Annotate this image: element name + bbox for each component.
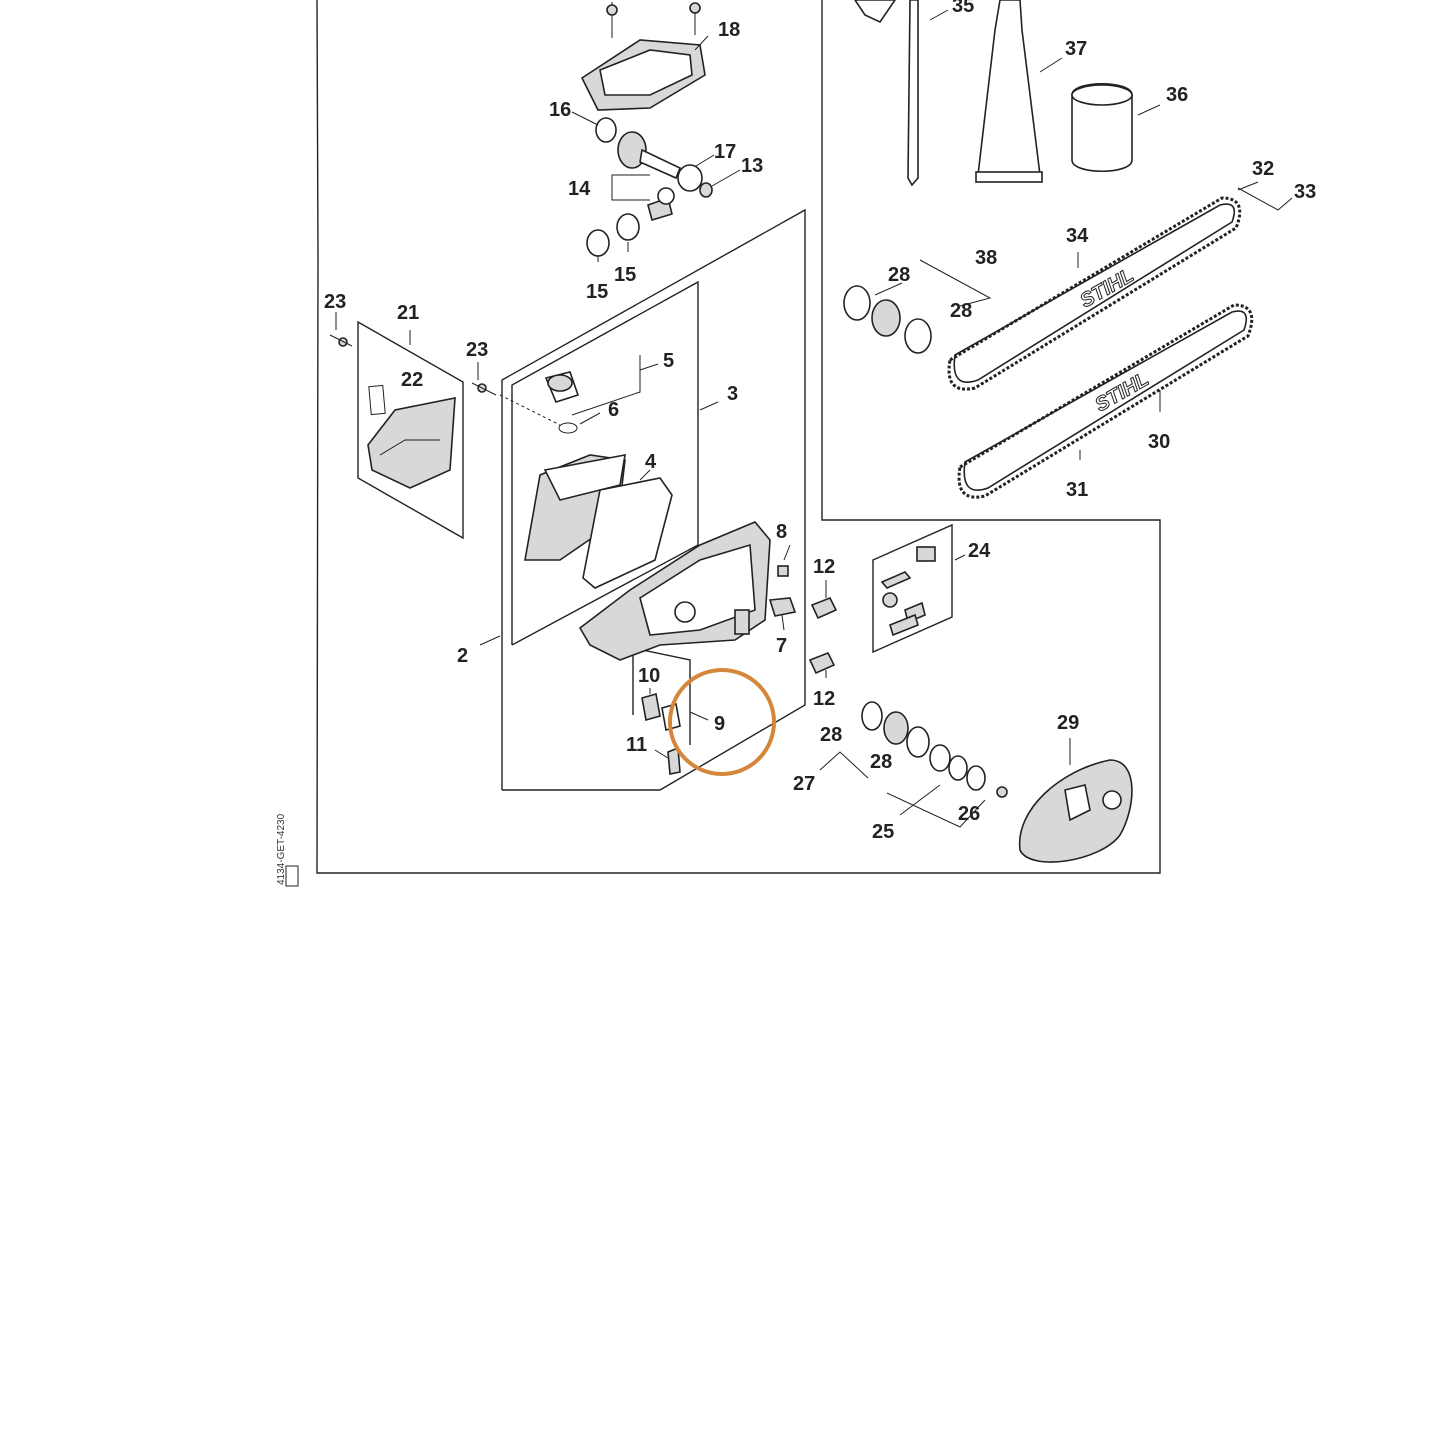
callout-28b[interactable]: 28 <box>870 751 892 773</box>
lubricant-items <box>854 0 1133 187</box>
assembly-box <box>501 208 806 791</box>
callout-26[interactable]: 26 <box>958 803 980 825</box>
callout-4[interactable]: 4 <box>645 451 657 473</box>
callout-32[interactable]: 32 <box>1252 158 1274 180</box>
chain-cover <box>1018 759 1133 863</box>
callout-35[interactable]: 35 <box>952 0 974 17</box>
callout-12a[interactable]: 12 <box>813 556 835 578</box>
callout-14[interactable]: 14 <box>568 178 591 200</box>
callout-5[interactable]: 5 <box>663 350 674 372</box>
callouts: 18 16 17 13 14 15 15 23 21 23 22 5 3 6 4… <box>324 0 1316 843</box>
callout-9[interactable]: 9 <box>714 713 725 735</box>
sprocket-upper <box>843 285 932 354</box>
callout-34[interactable]: 34 <box>1066 225 1089 247</box>
callout-36[interactable]: 36 <box>1166 84 1188 106</box>
callout-15b[interactable]: 15 <box>586 281 608 303</box>
callout-25[interactable]: 25 <box>872 821 894 843</box>
guide-bars: STIHL STIHL <box>947 196 1254 499</box>
callout-31[interactable]: 31 <box>1066 479 1088 501</box>
oil-tank <box>524 371 673 589</box>
highlight-circle <box>668 668 776 776</box>
callout-8[interactable]: 8 <box>776 521 787 543</box>
callout-27[interactable]: 27 <box>793 773 815 795</box>
callout-29[interactable]: 29 <box>1057 712 1079 734</box>
leader-lines <box>335 9 1293 828</box>
callout-33[interactable]: 33 <box>1294 181 1316 203</box>
callout-21[interactable]: 21 <box>397 302 419 324</box>
callout-28d[interactable]: 28 <box>950 300 972 322</box>
gear-housing-18 <box>580 2 706 111</box>
callout-17[interactable]: 17 <box>714 141 736 163</box>
callout-13[interactable]: 13 <box>741 155 763 177</box>
callout-10[interactable]: 10 <box>638 665 660 687</box>
part-24-panel <box>872 523 953 654</box>
callout-22[interactable]: 22 <box>401 369 423 391</box>
callout-6[interactable]: 6 <box>608 399 619 421</box>
callout-2[interactable]: 2 <box>457 645 468 667</box>
callout-28a[interactable]: 28 <box>820 724 842 746</box>
callout-37[interactable]: 37 <box>1065 38 1087 60</box>
callout-23a[interactable]: 23 <box>324 291 346 313</box>
callout-24[interactable]: 24 <box>968 540 991 562</box>
callout-38[interactable]: 38 <box>975 247 997 269</box>
reference-code: 4134-GET-4230 <box>276 813 299 887</box>
callout-3[interactable]: 3 <box>727 383 738 405</box>
reference-code-text: 4134-GET-4230 <box>276 813 287 885</box>
callout-18[interactable]: 18 <box>718 19 740 41</box>
callout-15a[interactable]: 15 <box>614 264 636 286</box>
callout-11[interactable]: 11 <box>626 734 647 756</box>
callout-28c[interactable]: 28 <box>888 264 910 286</box>
callout-7[interactable]: 7 <box>776 635 787 657</box>
part-21-panel <box>357 320 464 540</box>
small-parts <box>329 334 838 775</box>
callout-12b[interactable]: 12 <box>813 688 835 710</box>
gear-shaft-parts <box>586 117 713 257</box>
main-housing <box>578 521 771 661</box>
frame-lines <box>316 0 1161 874</box>
callout-30[interactable]: 30 <box>1148 431 1170 453</box>
callout-16[interactable]: 16 <box>549 99 571 121</box>
sprocket-lower <box>861 701 1008 798</box>
callout-23b[interactable]: 23 <box>466 339 488 361</box>
